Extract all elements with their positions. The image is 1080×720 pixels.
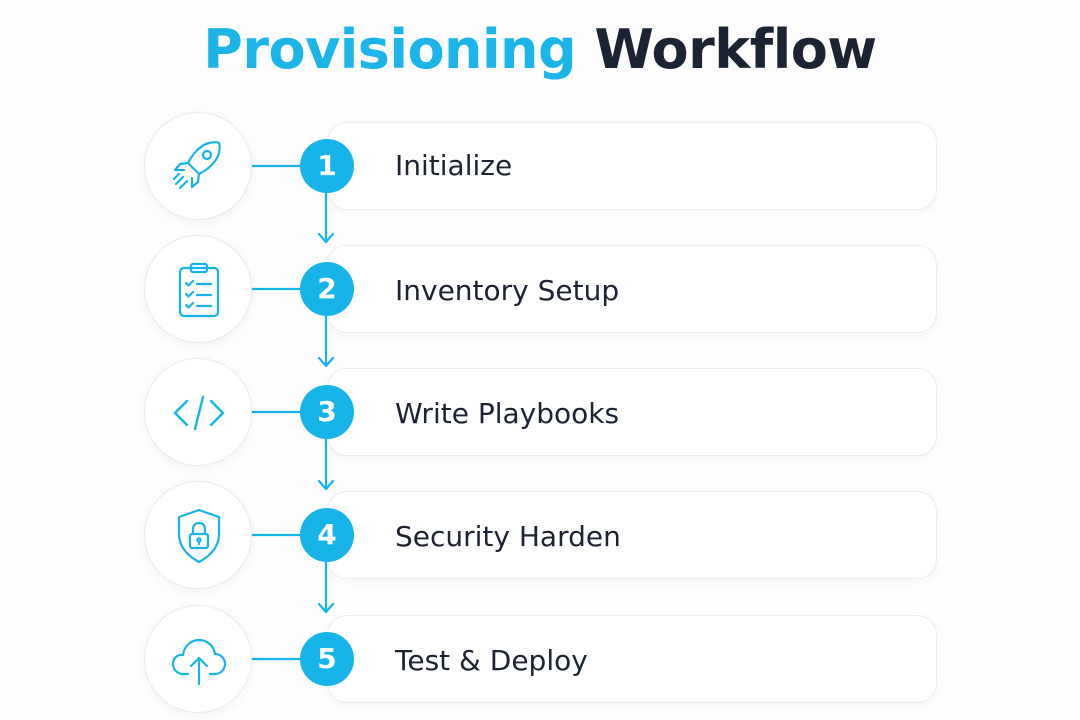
step-card-1 xyxy=(327,122,937,210)
title-main: Workflow xyxy=(594,18,877,81)
step-number-1: 1 xyxy=(300,139,354,193)
step-number-3: 3 xyxy=(300,385,354,439)
step-card-5 xyxy=(327,615,937,703)
step-label-5: Test & Deploy xyxy=(395,644,588,677)
rocket-icon xyxy=(172,141,221,190)
cloud-upload-icon xyxy=(171,638,227,686)
step-label-2: Inventory Setup xyxy=(395,274,620,307)
step-number-4: 4 xyxy=(300,508,354,562)
step-card-2 xyxy=(327,245,937,333)
title-accent: Provisioning xyxy=(203,18,577,81)
step-number-2: 2 xyxy=(300,262,354,316)
step-card-3 xyxy=(327,368,937,456)
icon-circle-3 xyxy=(144,358,252,466)
icon-circle-2 xyxy=(144,235,252,343)
clipboard-checklist-icon xyxy=(178,262,220,318)
step-label-1: Initialize xyxy=(395,149,513,182)
arrow-head xyxy=(317,479,335,491)
step-label-4: Security Harden xyxy=(395,520,621,553)
step-label-3: Write Playbooks xyxy=(395,397,620,430)
icon-circle-5 xyxy=(144,605,252,713)
icon-circle-1 xyxy=(144,112,252,220)
arrow-head xyxy=(317,232,335,244)
shield-lock-icon xyxy=(177,508,221,564)
icon-circle-4 xyxy=(144,481,252,589)
page-title: Provisioning Workflow xyxy=(0,18,1080,81)
step-number-5: 5 xyxy=(300,632,354,686)
arrow-head xyxy=(317,602,335,614)
code-icon xyxy=(173,395,225,431)
arrow-head xyxy=(317,356,335,368)
step-card-4 xyxy=(327,491,937,579)
